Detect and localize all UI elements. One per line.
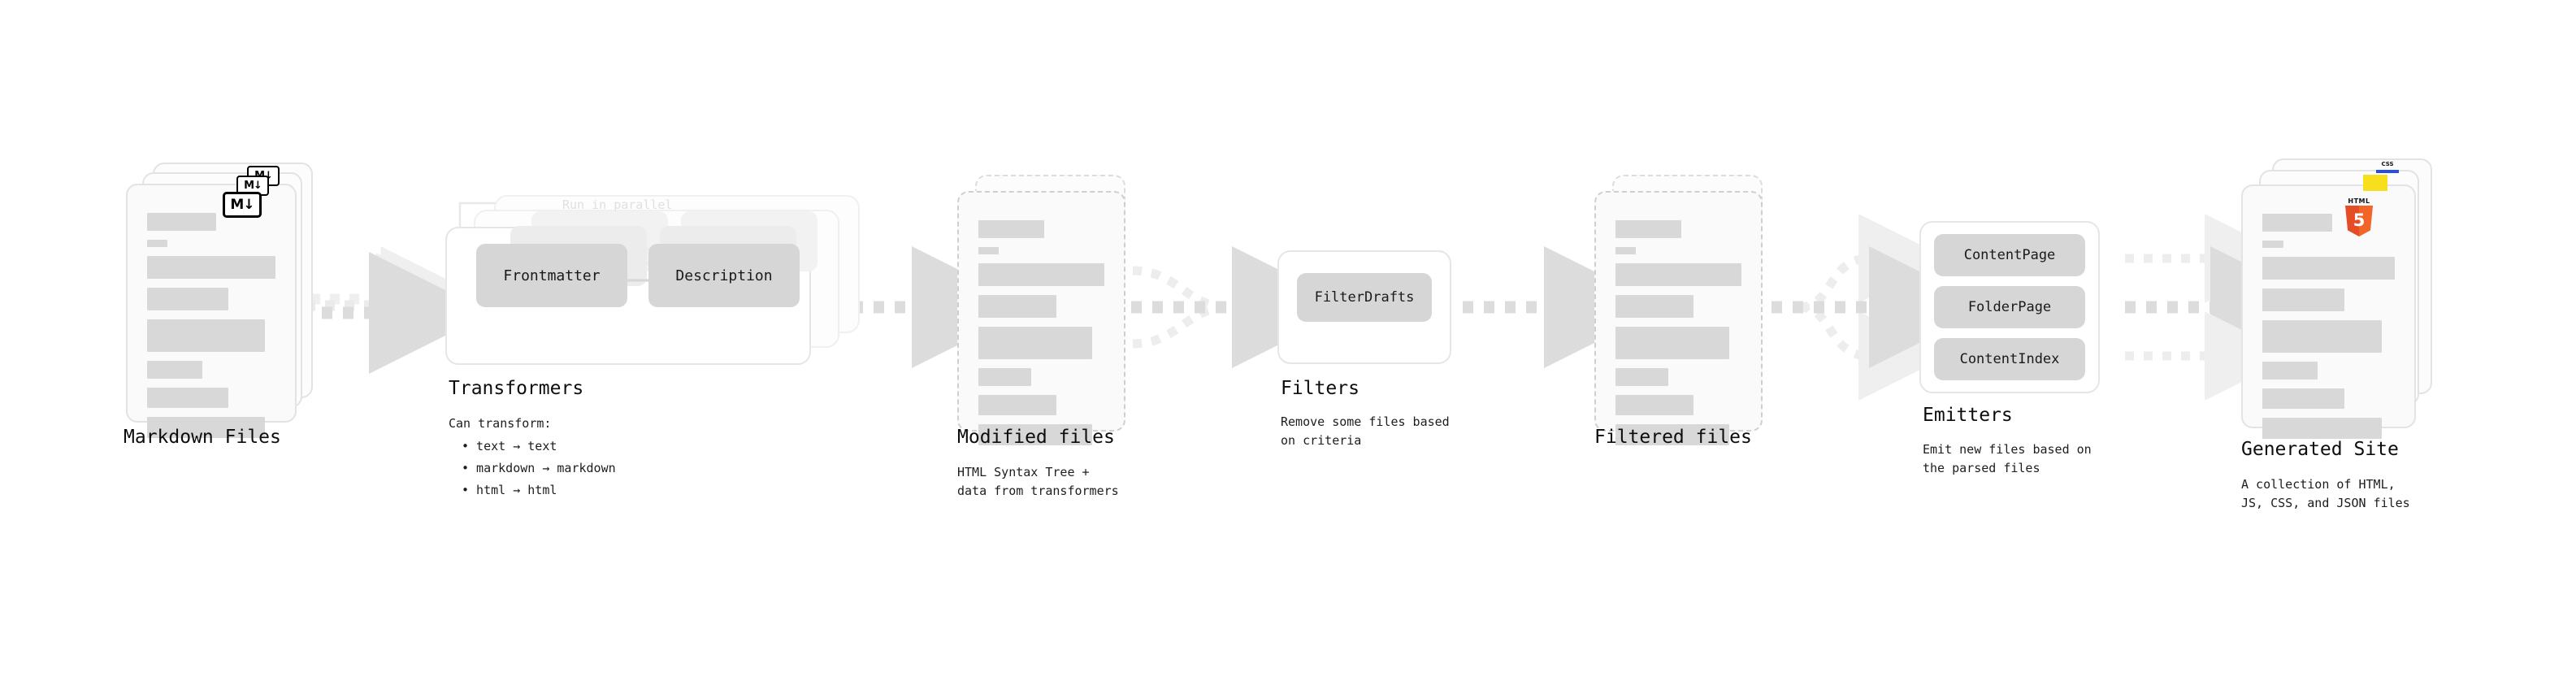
generated-site-subtitle: A collection of HTML, JS, CSS, and JSON … <box>2241 477 2410 511</box>
stage-filtered-files[interactable] <box>1594 175 1769 445</box>
transformers-bullet-1: • markdown → markdown <box>462 461 616 475</box>
filters-subtitle: Remove some files based on criteria <box>1281 414 1450 449</box>
transformers-bullet-2: • html → html <box>462 483 557 497</box>
html5-shield-shape <box>2345 206 2373 236</box>
html5-badge-label: 5 <box>2353 210 2366 230</box>
connector-emitters-to-site <box>2125 214 2332 401</box>
site-placeholder-lines <box>2262 214 2395 448</box>
modified-placeholder-lines <box>978 220 1104 454</box>
transformers-bullet-0: • text → text <box>462 439 557 453</box>
connector-modified-to-filters <box>1131 246 1354 368</box>
site-card-front-html[interactable] <box>2241 184 2416 439</box>
emitter-pill-contentindex[interactable]: ContentIndex <box>1934 338 2085 380</box>
transformer-pill-description[interactable]: Description <box>648 244 800 307</box>
emitter-contentpage-label: ContentPage <box>1963 247 2056 263</box>
filtered-files-title: Filtered files <box>1594 427 1752 448</box>
filtered-placeholder-lines <box>1615 220 1741 454</box>
emitter-pill-contentpage[interactable]: ContentPage <box>1934 234 2085 276</box>
css3-badge: CSS <box>2376 161 2399 173</box>
css-badge-label: CSS <box>2381 161 2394 167</box>
modified-files-subtitle: HTML Syntax Tree + data from transformer… <box>957 465 1119 499</box>
modified-card-front[interactable] <box>957 191 1125 445</box>
transformers-title: Transformers <box>449 378 584 399</box>
html5-badge-caption: HTML <box>2348 197 2370 205</box>
connector-filtered-to-emitters <box>1772 214 1991 401</box>
markdown-placeholder-lines <box>147 213 275 447</box>
css-badge-bar <box>2376 170 2399 173</box>
stage-generated-site[interactable]: CSS HTML 5 <box>2241 158 2432 439</box>
transformer-description-label: Description <box>675 267 773 284</box>
modified-files-title: Modified files <box>957 427 1115 448</box>
filtered-card-front[interactable] <box>1594 191 1763 445</box>
filter-pill-filterdrafts[interactable]: FilterDrafts <box>1297 273 1432 322</box>
stage-markdown-files[interactable]: M↓ M↓ M↓ <box>126 163 313 438</box>
filters-title: Filters <box>1281 378 1360 399</box>
markdown-badge-front: M↓ <box>223 192 262 218</box>
filter-filterdrafts-label: FilterDrafts <box>1314 289 1415 306</box>
run-in-parallel-hint: Run in parallel <box>562 197 673 212</box>
javascript-badge <box>2363 175 2387 191</box>
connector-markdown-to-transformers <box>301 246 491 374</box>
markdown-files-title: Markdown Files <box>124 427 281 448</box>
transformer-pill-frontmatter[interactable]: Frontmatter <box>476 244 627 307</box>
markdown-card-front[interactable] <box>126 184 297 438</box>
emitter-contentindex-label: ContentIndex <box>1959 351 2060 367</box>
generated-site-title: Generated Site <box>2241 439 2399 460</box>
html5-badge: HTML 5 <box>2345 197 2373 236</box>
transformers-subtitle: Can transform: <box>449 416 552 431</box>
stage-modified-files[interactable] <box>957 175 1132 445</box>
emitters-title: Emitters <box>1923 405 2013 426</box>
emitter-pill-folderpage[interactable]: FolderPage <box>1934 286 2085 328</box>
transformer-frontmatter-label: Frontmatter <box>503 267 601 284</box>
emitter-folderpage-label: FolderPage <box>1967 299 2052 315</box>
emitters-subtitle: Emit new files based on the parsed files <box>1923 442 2092 476</box>
